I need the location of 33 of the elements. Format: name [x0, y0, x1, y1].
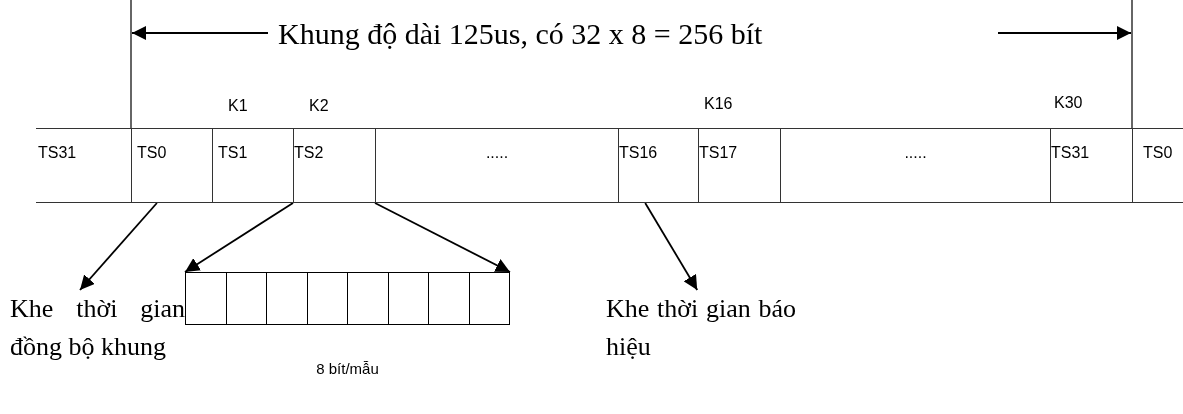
- slot-label: TS1: [218, 143, 248, 163]
- slot-label: TS2: [294, 143, 324, 163]
- slot-label: TS31: [1051, 143, 1090, 163]
- slot-label: TS0: [1143, 143, 1173, 163]
- slot-label: TS16: [619, 143, 658, 163]
- time-slot-cell: [1050, 128, 1132, 203]
- annotation-text: Khe thời gian đồng bộ khung: [10, 290, 185, 408]
- slot-label: TS0: [137, 143, 167, 163]
- slot-label: TS31: [38, 143, 77, 163]
- arrow: [374, 202, 511, 273]
- channel-label: K2: [309, 96, 329, 116]
- time-slot-cell: [618, 128, 698, 203]
- time-slot-cell: [375, 128, 618, 203]
- channel-label: K1: [228, 96, 248, 116]
- time-slot-cell: [212, 128, 293, 203]
- time-slot-cell: [698, 128, 780, 203]
- slot-label: .....: [903, 143, 928, 163]
- time-slot-cell: [131, 128, 212, 203]
- bit-register-bar: [185, 272, 510, 325]
- channel-label: K16: [704, 94, 733, 114]
- bit-caption: 8 bít/mẫu: [315, 359, 380, 379]
- frame-length-title: Khung độ dài 125us, có 32 x 8 = 256 bít: [278, 16, 763, 52]
- slot-label: .....: [484, 143, 510, 163]
- channel-label: K30: [1054, 93, 1083, 113]
- annotation-text: Khe thời gian báo hiệu: [606, 290, 796, 408]
- time-slot-cell: [1132, 128, 1183, 203]
- arrow: [644, 202, 699, 291]
- arrow: [184, 202, 294, 273]
- slot-label: TS17: [699, 143, 738, 163]
- time-slot-cell: [293, 128, 375, 203]
- arrow: [79, 202, 158, 291]
- time-slot-cell: [780, 128, 1050, 203]
- time-slot-cell: [36, 128, 131, 203]
